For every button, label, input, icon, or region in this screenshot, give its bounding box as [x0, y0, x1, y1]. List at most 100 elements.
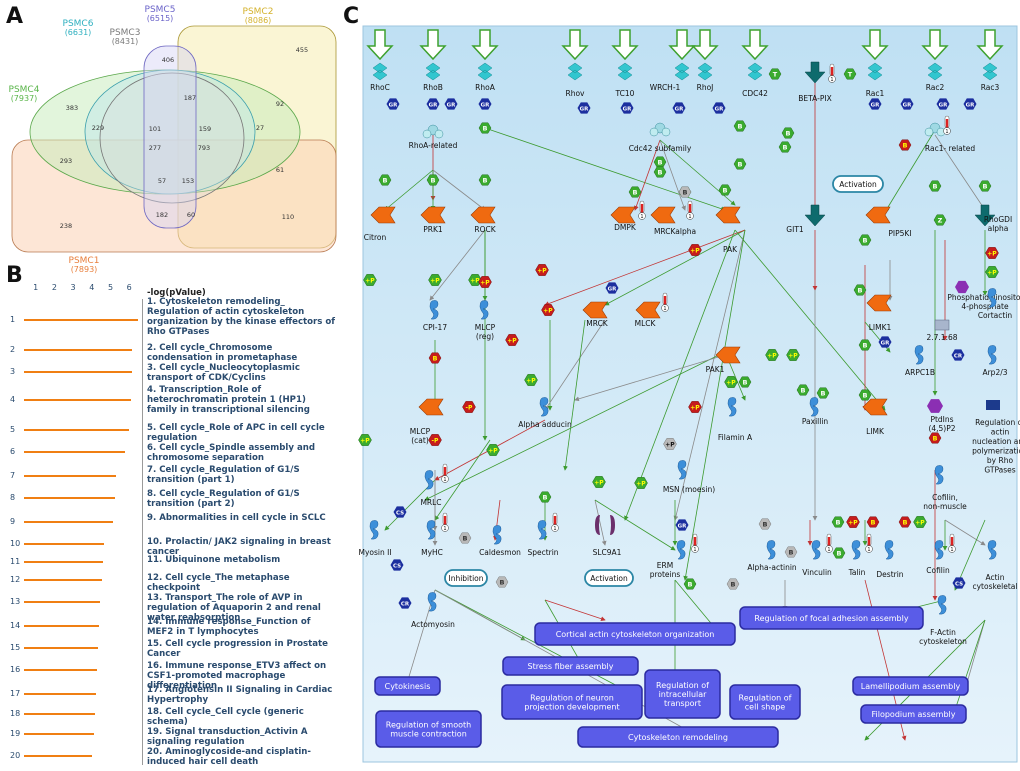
gtpase-label: RhoC	[370, 83, 390, 92]
kinase-label: PIP5KI	[888, 229, 911, 238]
protein-group-icon	[661, 127, 671, 137]
activation-capsule	[444, 569, 488, 587]
protein-icon	[987, 288, 997, 308]
binding-badge	[928, 180, 942, 192]
process-box	[534, 622, 736, 646]
kinase-label: PAK	[723, 245, 738, 254]
small-gtpase-icon	[982, 62, 998, 81]
protein-icon	[987, 540, 997, 560]
gtp-regulation-badge-label: GR	[966, 102, 976, 108]
marker-circle	[551, 524, 559, 532]
expression-level-fill	[640, 204, 644, 213]
process-box	[644, 669, 721, 719]
bar	[24, 319, 139, 321]
gtp-regulation-badge	[675, 519, 689, 531]
binding-badge	[778, 141, 792, 153]
expression-level-fill	[663, 296, 667, 305]
phosphorylation-badge-label: +P	[987, 270, 997, 277]
phosphorylation-badge	[985, 247, 999, 259]
binding-badge-label: B	[903, 519, 908, 527]
expression-level-fill	[553, 516, 557, 525]
binding-badge-label: B	[983, 183, 988, 191]
transform-badge	[768, 68, 782, 80]
pathway-term: 7. Cell cycle_Regulation of G1/S transit…	[147, 465, 300, 485]
kinase-icon	[470, 206, 496, 224]
pathway-term: 15. Cell cycle progression in Prostate C…	[147, 639, 328, 659]
binding-badge	[478, 122, 492, 134]
gtp-regulation-badge-label: GR	[608, 286, 618, 292]
kinase-icon	[582, 301, 608, 319]
phosphorylation-badge-label: +P	[987, 251, 997, 258]
binding-badge	[832, 547, 846, 559]
bar-rank: 1	[10, 315, 16, 324]
bar-rank: 5	[10, 425, 16, 434]
node-label: SLC9A1	[593, 548, 622, 557]
binding-badge	[978, 180, 992, 192]
venn-count-psmc4: (7937)	[11, 94, 38, 103]
venn-count-psmc3: (8431)	[112, 37, 139, 46]
edge	[424, 351, 726, 501]
gtp-regulation-badge-label: GR	[675, 106, 685, 112]
pathway-term: 18. Cell cycle_Cell cycle (generic schem…	[147, 707, 304, 727]
bar	[24, 399, 131, 401]
protein-icon	[537, 520, 547, 540]
process-box	[375, 710, 482, 748]
node-label: LIMK1	[869, 323, 892, 332]
phosphorylation-badge-label: +P	[543, 308, 553, 315]
phosphorylation-badge	[765, 349, 779, 361]
gtpase-label: BETA-PIX	[798, 94, 831, 103]
binding-badge	[816, 387, 830, 399]
kinase-label: ROCK	[474, 225, 496, 234]
bar	[24, 561, 104, 563]
pathway-term: 20. Aminoglycoside-and cisplatin-induced…	[147, 747, 311, 767]
phosphorylation-badge	[985, 266, 999, 278]
pathway-term: 16. Immune response_ETV3 affect on CSF1-…	[147, 661, 327, 691]
kinase-icon	[715, 346, 741, 364]
protein-icon	[427, 592, 437, 612]
phosphorylation-badge	[428, 274, 442, 286]
gtp-regulation-badge-label: GR	[939, 102, 949, 108]
marker-number: 1	[443, 477, 446, 483]
phosphorylation-badge	[592, 476, 606, 488]
transporter-icon	[595, 515, 615, 535]
binding-badge	[858, 234, 872, 246]
binding-badge-label: B	[483, 177, 488, 185]
binding-badge-label: B	[858, 287, 863, 295]
node-label: Actin	[986, 573, 1005, 582]
marker-number: 1	[827, 547, 830, 553]
node-label: Paxillin	[802, 417, 829, 426]
venn-number: 57	[158, 177, 166, 185]
node-label: Cortactin	[978, 311, 1013, 320]
pathway-term: 19. Signal transduction_Activin A signal…	[147, 727, 308, 747]
bar	[24, 451, 125, 453]
gtpase-label: RhoB	[423, 83, 443, 92]
node-label: ERM	[657, 561, 673, 570]
venn-number: 101	[149, 125, 161, 133]
group-label: Cdc42 subfamily	[629, 144, 692, 153]
edge	[963, 619, 986, 691]
gtp-regulation-badge-label: GR	[871, 102, 881, 108]
node-label: ARPC1B	[905, 368, 935, 377]
node-label: F-Actin	[930, 628, 956, 637]
binding-badge-label: B	[683, 189, 688, 197]
phosphorylation-badge	[486, 444, 500, 456]
pathway-term: 3. Cell cycle_Nucleocytoplasmic transpor…	[147, 363, 300, 383]
expression-level-fill	[688, 204, 692, 213]
binding-badge-label: B	[789, 549, 794, 557]
binding-badge	[683, 578, 697, 590]
binding-badge-label: B	[821, 390, 826, 398]
binding-badge-label: B	[633, 189, 638, 197]
small-gtpase-icon	[697, 62, 713, 81]
ligand-arrow-icon	[976, 29, 1004, 61]
node-label: PAK1	[706, 365, 725, 374]
bar-rank: 9	[10, 517, 16, 526]
phosphorylation-badge-label: +P	[365, 278, 375, 285]
gtpase-label: Rhov	[566, 89, 586, 98]
binding-badge	[831, 516, 845, 528]
gtp-regulation-badge-label: GR	[881, 340, 891, 346]
process-label: projection development	[524, 703, 619, 712]
edge	[683, 229, 746, 581]
edge	[604, 229, 746, 306]
node-label: GTPases	[984, 466, 1015, 475]
